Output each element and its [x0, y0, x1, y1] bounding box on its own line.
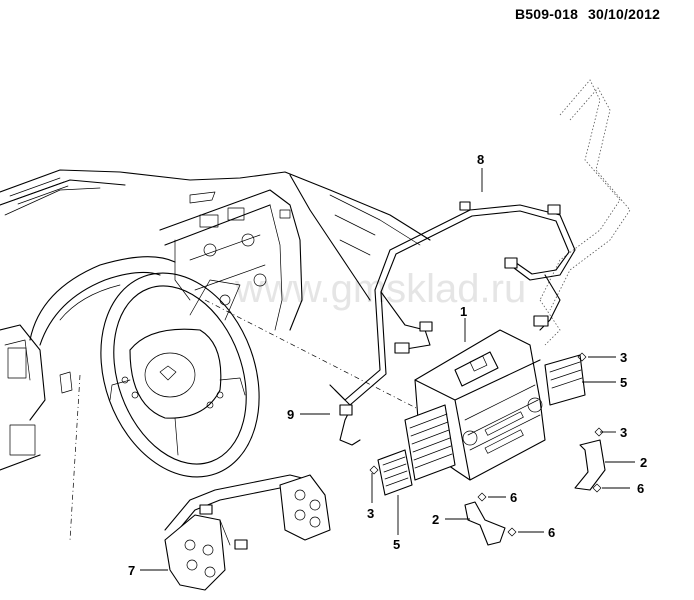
- diagram-date: 30/10/2012: [588, 6, 661, 22]
- steering-wheel-drawing: [100, 272, 260, 478]
- radio-head-unit-drawing: [369, 329, 606, 546]
- callout-8: 8: [477, 152, 484, 167]
- callout-6: 6: [637, 481, 644, 496]
- callout-3: 3: [620, 425, 627, 440]
- callout-2: 2: [432, 512, 439, 527]
- steering-controls-drawing: [164, 474, 331, 591]
- wiring-harness-drawing: [329, 201, 576, 446]
- callout-3: 3: [367, 506, 374, 521]
- dashboard-drawing: [0, 169, 431, 471]
- watermark: www.gmsklad.ru: [234, 267, 526, 311]
- callout-6: 6: [548, 525, 555, 540]
- callout-7: 7: [128, 563, 135, 578]
- callout-5: 5: [620, 375, 627, 390]
- callout-6: 6: [510, 490, 517, 505]
- callout-9: 9: [287, 407, 294, 422]
- callout-3: 3: [620, 350, 627, 365]
- callout-5: 5: [393, 537, 400, 552]
- callout-1: 1: [460, 304, 467, 319]
- callout-2: 2: [640, 455, 647, 470]
- diagram-code: B509-018: [515, 6, 579, 22]
